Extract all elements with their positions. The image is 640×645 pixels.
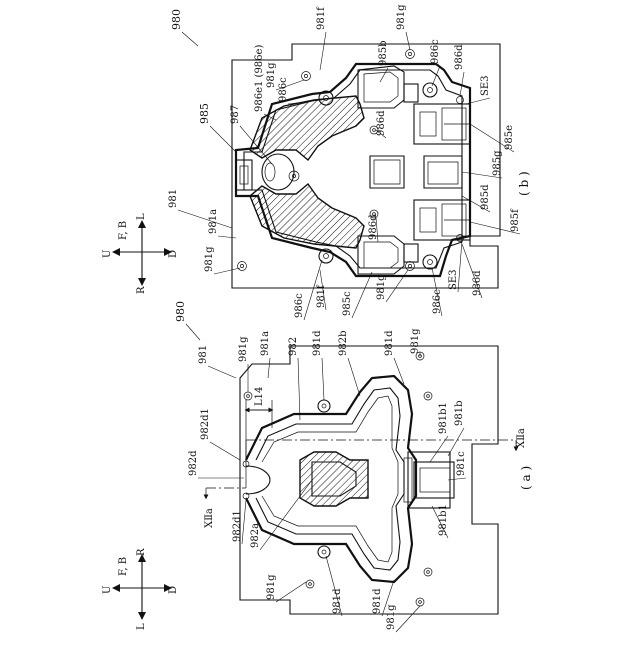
compass-b-left-letter: L [136, 213, 147, 220]
leader-line [348, 358, 360, 396]
ref-986c: 986c [278, 77, 289, 102]
ref-981f: 981f [316, 6, 327, 30]
ref-981g: 981g [204, 246, 215, 272]
ref-981b1: 981b1 [438, 504, 449, 536]
ref-981g: 981g [266, 62, 277, 88]
ref-981c: 981c [456, 451, 467, 476]
leader-line [322, 358, 324, 400]
leader-line [432, 66, 440, 86]
leader-line [352, 272, 372, 318]
leader-line [210, 442, 240, 460]
hatched-wall-upper [250, 96, 364, 160]
compass-a-left-letter: L [136, 623, 147, 630]
ref-986d: 986d [472, 270, 483, 296]
ref-982d1: 982d1 [200, 408, 211, 440]
leader-line [208, 366, 236, 378]
ref-981g: 981g [266, 574, 277, 600]
center-insert-982a [300, 452, 368, 506]
ref-981a: 981a [260, 331, 271, 356]
ref-985d: 985d [480, 184, 491, 210]
reference-labels: 980981981g981a982981d982b981d981gL14982d… [102, 4, 533, 630]
ref-985e: 985e [504, 125, 515, 150]
ref-981b1: 981b1 [438, 402, 449, 434]
compass-a-right-letter: R [136, 548, 147, 556]
SE3: SE3 [480, 75, 491, 96]
ref-l14: L14 [254, 387, 265, 406]
ref-985b: 985b [378, 41, 389, 67]
leader-line [182, 32, 198, 46]
ref-986d: 986d [368, 214, 379, 240]
leader-line [178, 210, 232, 228]
panel-b-caption: ( b ) [517, 171, 531, 196]
leader-line [276, 582, 306, 602]
leader-line [320, 32, 326, 70]
ref-982a: 982a [250, 523, 261, 548]
ref-985c: 985c [342, 291, 353, 316]
compass-b-fb-letter: F, B [118, 221, 129, 240]
ref-981d: 981d [332, 588, 343, 614]
ref-987: 987 [230, 105, 241, 124]
ref-981a: 981a [208, 209, 219, 234]
SE3: SE3 [448, 269, 459, 290]
ref-981g: 981g [376, 274, 387, 300]
leader-line [406, 32, 410, 50]
leader-line [298, 358, 300, 420]
leader-line [448, 478, 466, 480]
ref-982d1: 982d1 [232, 510, 243, 542]
ref-981f: 981f [316, 284, 327, 308]
compass-a-down-letter: D [168, 586, 179, 594]
ref-982b: 982b [338, 331, 349, 357]
leader-line [186, 324, 200, 340]
ref-981b: 981b [454, 401, 465, 427]
compass-b-right-letter: R [136, 286, 147, 294]
ref-986e1: 986e1 (986e) [254, 45, 265, 112]
plate-981-panel-a [240, 346, 498, 614]
panel-a-drawing [206, 346, 516, 614]
ref-980: 980 [174, 301, 187, 322]
ref-986d: 986d [454, 44, 465, 70]
compass-a-fb-letter: F, B [118, 557, 129, 576]
ref-986c: 986c [294, 293, 305, 318]
ref-986c: 986c [432, 289, 443, 314]
ref-981g: 981g [410, 328, 421, 354]
ref-981: 981 [198, 345, 209, 364]
hatched-wall-lower [250, 184, 364, 248]
ref-985g: 985g [492, 150, 503, 176]
ref-981g: 981g [396, 4, 407, 30]
compass-b-down-letter: D [168, 250, 179, 258]
section-marker-xiia-left: ⅩⅡa [204, 508, 215, 528]
section-marker-xiia-right: ⅩⅡa [516, 428, 527, 448]
oval-987 [262, 154, 294, 190]
ref-980: 980 [170, 9, 183, 30]
ref-982d: 982d [188, 450, 199, 476]
ref-981: 981 [168, 189, 179, 208]
ref-986d: 986d [376, 110, 387, 136]
ref-986c: 986c [430, 39, 441, 64]
leader-line [218, 236, 236, 238]
ref-981d: 981d [372, 588, 383, 614]
leader-line [396, 606, 420, 632]
compass-a-up-letter: U [102, 586, 113, 594]
ref-981g: 981g [386, 604, 397, 630]
ref-981g: 981g [238, 336, 249, 362]
ref-981d: 981d [384, 330, 395, 356]
panel-a-caption: ( a ) [519, 466, 533, 490]
leader-line [386, 270, 408, 302]
compass-b-up-letter: U [102, 250, 113, 258]
ref-985f: 985f [510, 208, 521, 232]
leader-line [214, 268, 240, 274]
ref-982: 982 [288, 337, 299, 356]
ref-985: 985 [198, 103, 211, 124]
leader-line [268, 358, 270, 378]
ref-981d: 981d [312, 330, 323, 356]
